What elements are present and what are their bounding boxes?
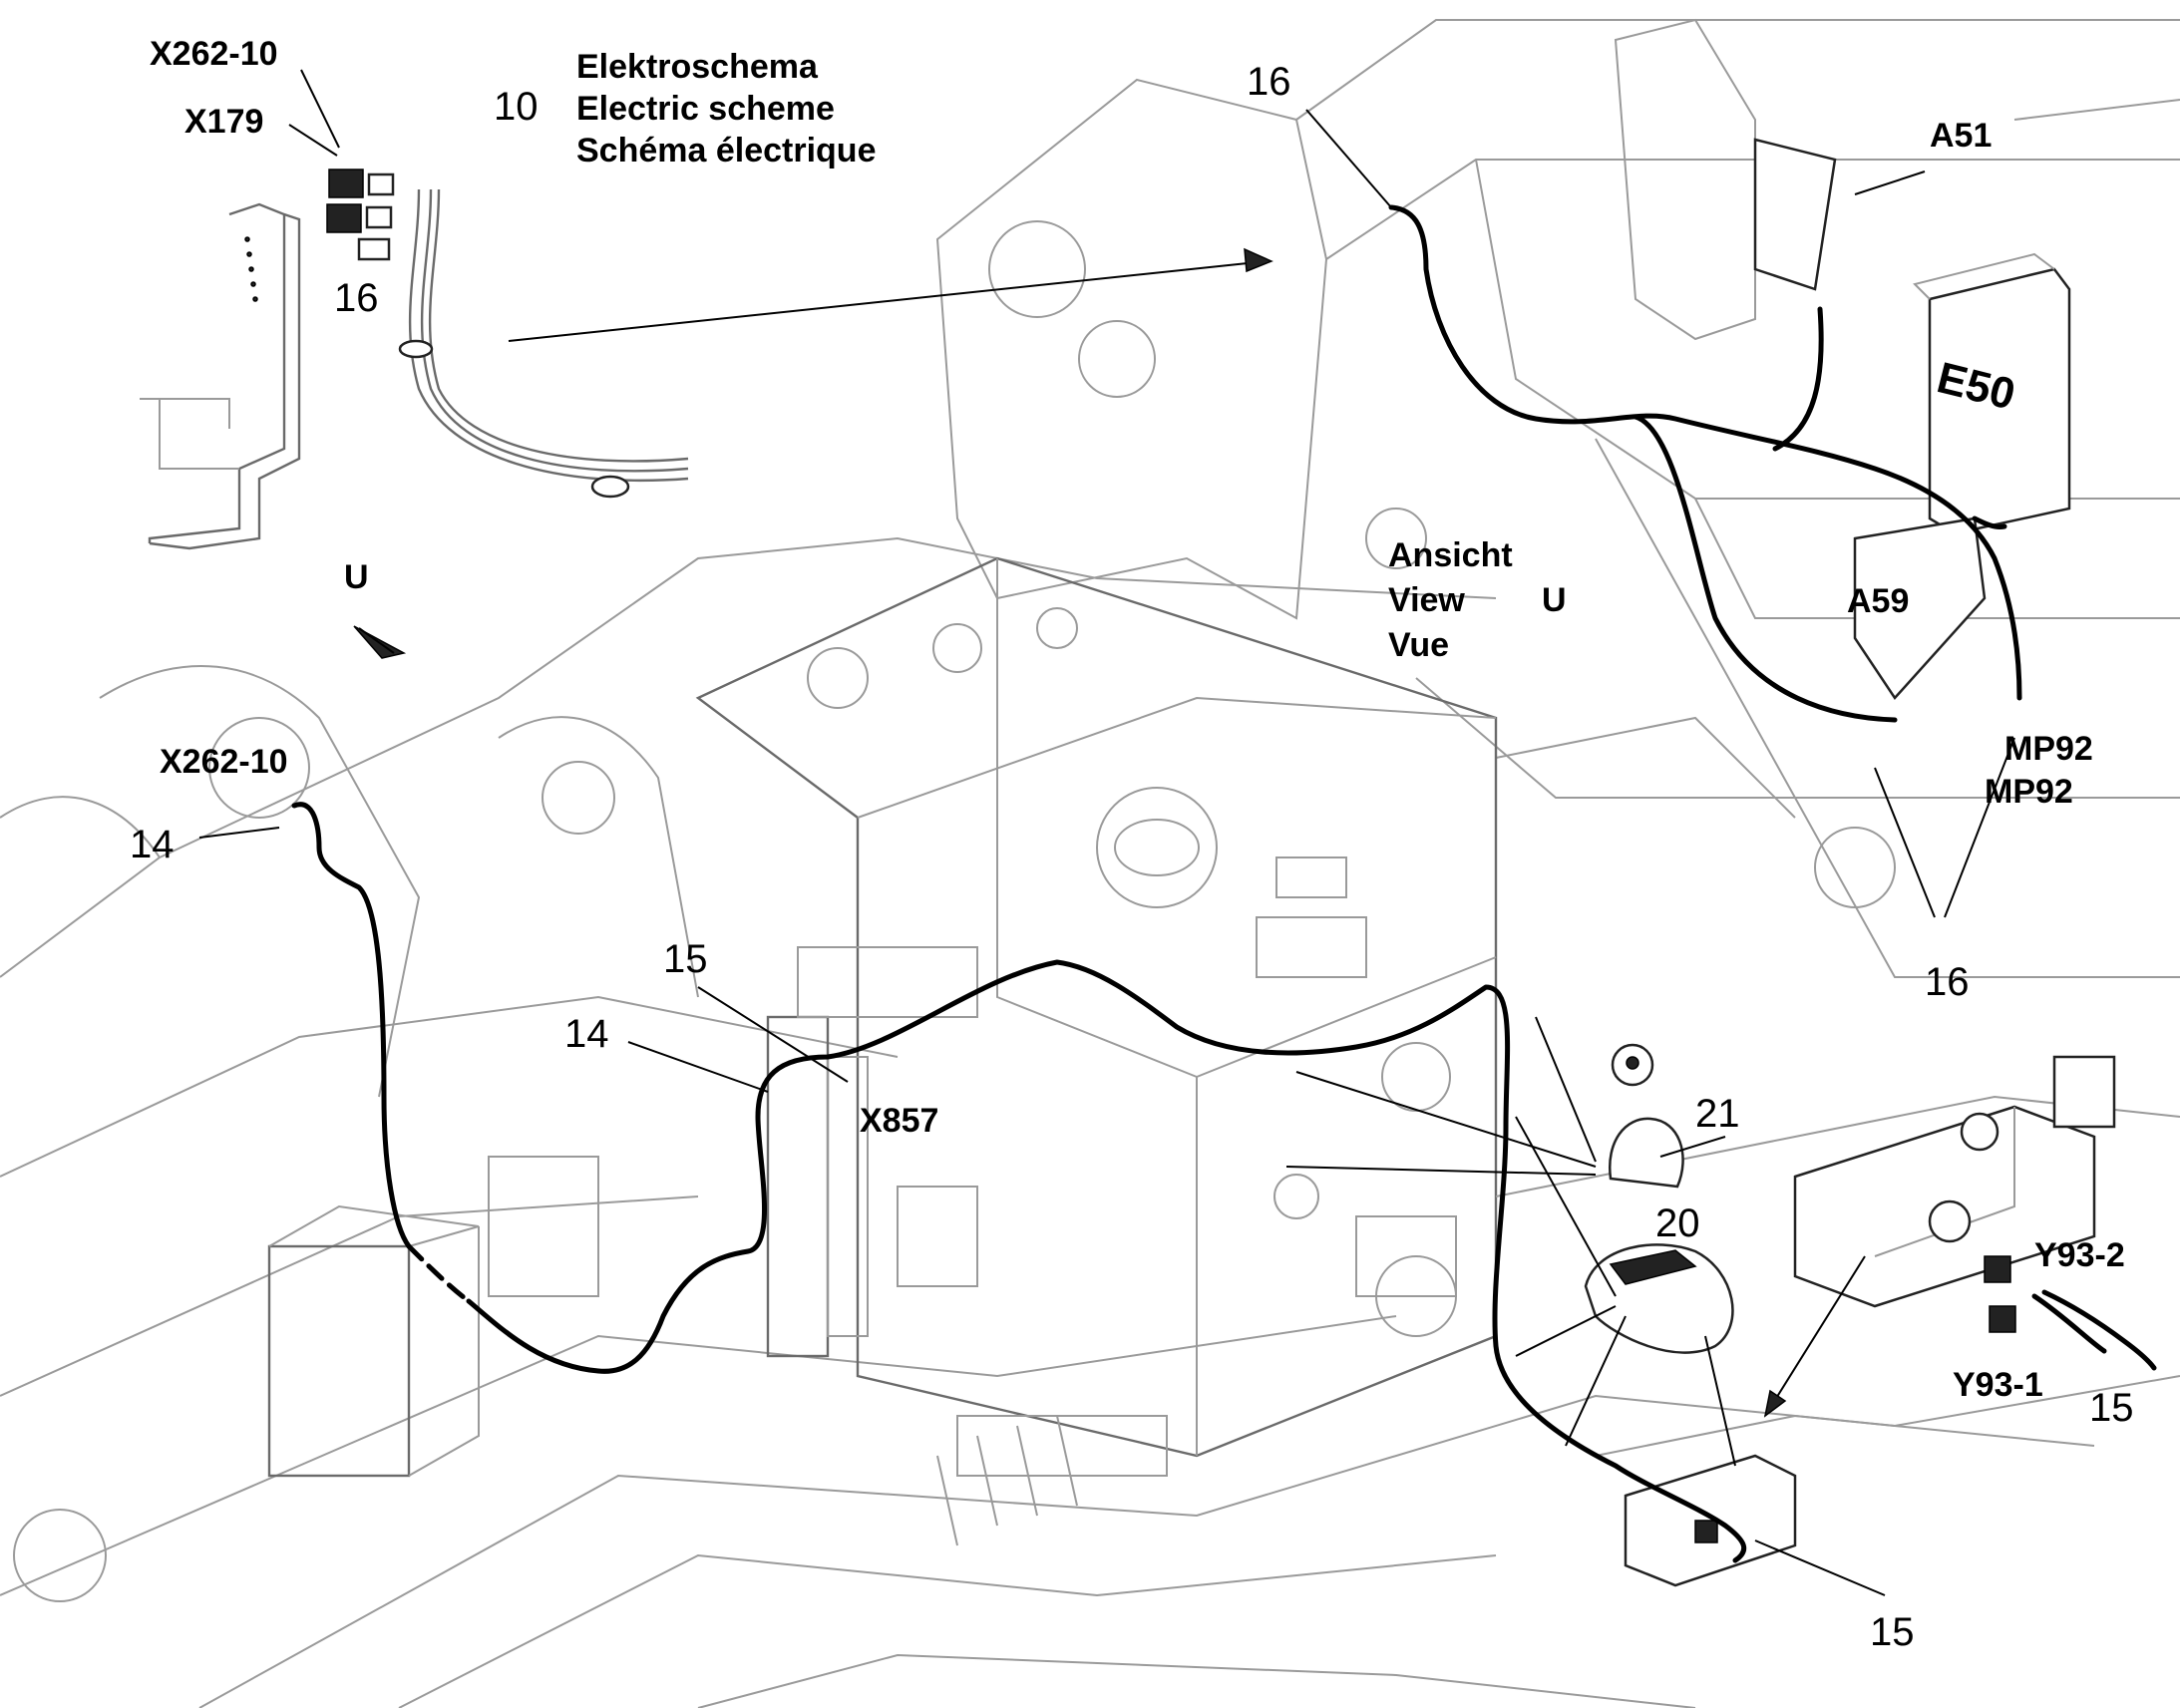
component-clamp-21: [1608, 1043, 1684, 1189]
label-x262-10-left: X262-10: [160, 743, 288, 781]
arrow-to-view-u: [508, 260, 1268, 342]
label-15-b: 15: [2089, 1386, 2134, 1430]
label-14-a: 14: [130, 823, 175, 866]
label-a51: A51: [1930, 117, 1992, 155]
component-a51-box: [1753, 138, 1837, 291]
label-legend-fr: Schéma électrique: [576, 132, 876, 170]
label-legend-de: Elektroschema: [576, 48, 819, 86]
leader-20-b: [1515, 1305, 1617, 1357]
label-mp92-b: MP92: [1985, 773, 2073, 811]
leader-14-a: [198, 827, 280, 839]
leader-14-b: [627, 1041, 769, 1093]
component-valve-block: [1793, 1055, 2116, 1333]
label-16-inset: 16: [334, 276, 379, 320]
label-legend-number: 10: [494, 85, 539, 129]
leader-21-clamp: [1659, 1136, 1726, 1158]
cable-harness: [291, 204, 2157, 1563]
leader-x262-10-top: [300, 69, 340, 149]
inset-harness: [326, 169, 689, 499]
label-a59: A59: [1847, 582, 1909, 620]
label-16-top: 16: [1247, 60, 1291, 104]
frame-lineart: [0, 18, 2180, 1708]
label-mp92-a: MP92: [2004, 730, 2093, 768]
labels: X262-10 X179 10 Elektroschema Electric s…: [130, 35, 2134, 1654]
component-e50-box: [1913, 252, 2071, 535]
leader-21-a: [1535, 1016, 1597, 1163]
inset-bracket: [140, 202, 301, 550]
leader-21-b: [1295, 1071, 1597, 1168]
label-15-a: 15: [663, 937, 708, 981]
leader-16-right-a: [1874, 767, 1936, 918]
component-a59-box: [1853, 516, 1987, 701]
leader-valve-arrow: [1764, 1255, 1866, 1417]
arrow-head-valve: [1763, 1389, 1787, 1418]
label-y93-1: Y93-1: [1953, 1366, 2043, 1404]
component-cable-tie-20: [1584, 1243, 1734, 1354]
label-15-c: 15: [1870, 1610, 1915, 1654]
label-view-letter: U: [1542, 581, 1567, 619]
leader-20-a: [1515, 1116, 1617, 1297]
label-view-marker: U: [344, 558, 369, 596]
leader-20-d: [1704, 1335, 1736, 1467]
leader-16-right-b: [1944, 737, 2015, 918]
label-x262-10-top: X262-10: [150, 35, 278, 73]
leader-15-a: [697, 986, 849, 1083]
component-valve-block-small: [1624, 1454, 1797, 1587]
label-view-line1: Ansicht: [1388, 536, 1513, 574]
label-view-line3: Vue: [1388, 626, 1449, 664]
arrow-head-view-u: [1244, 247, 1273, 273]
leader-20-c: [1565, 1315, 1627, 1447]
label-x179: X179: [184, 103, 263, 141]
leader-15-c: [1754, 1539, 1886, 1596]
leader-lines: [198, 69, 2015, 1596]
leader-a51: [1854, 171, 1926, 195]
leader-x179: [288, 124, 338, 157]
label-view-line2: View: [1388, 581, 1465, 619]
label-20: 20: [1655, 1201, 1700, 1245]
label-16-right: 16: [1925, 960, 1970, 1004]
label-y93-2: Y93-2: [2034, 1236, 2125, 1274]
leader-21-c: [1285, 1166, 1597, 1176]
label-x857: X857: [860, 1102, 938, 1140]
label-14-b: 14: [564, 1012, 609, 1056]
label-21: 21: [1695, 1092, 1740, 1136]
leader-16-top: [1305, 109, 1392, 208]
label-legend-en: Electric scheme: [576, 90, 835, 128]
